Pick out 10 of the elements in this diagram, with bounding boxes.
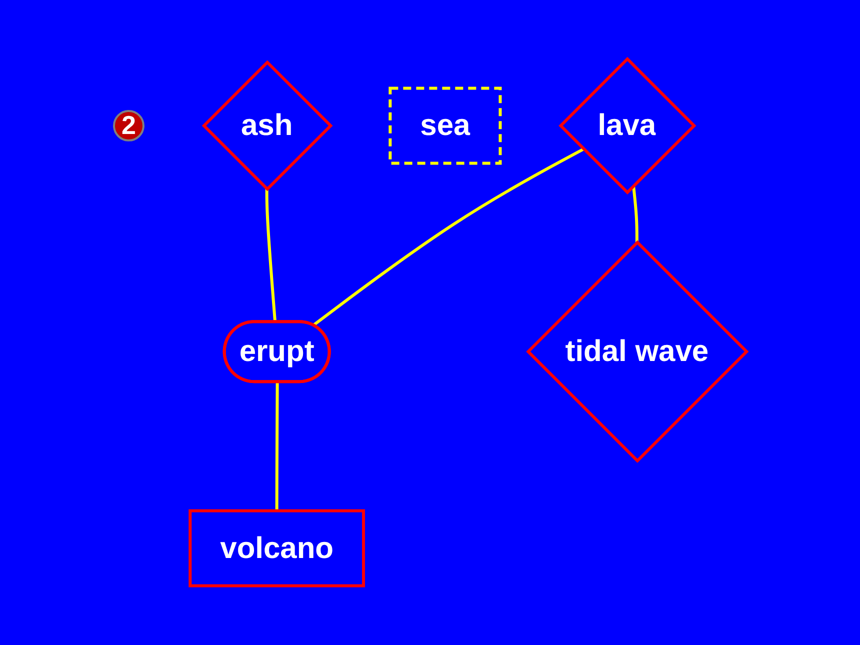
node-circle: 2 <box>112 110 144 142</box>
node-box: sea <box>388 86 502 165</box>
node-box: volcano <box>188 509 365 588</box>
connector <box>312 148 584 327</box>
node-diamond: ash <box>202 60 332 192</box>
node-diamond: tidal wave <box>526 240 748 464</box>
connector <box>275 382 278 511</box>
connector <box>632 186 638 242</box>
node-diamond: lava <box>558 56 696 195</box>
connector <box>265 189 276 322</box>
